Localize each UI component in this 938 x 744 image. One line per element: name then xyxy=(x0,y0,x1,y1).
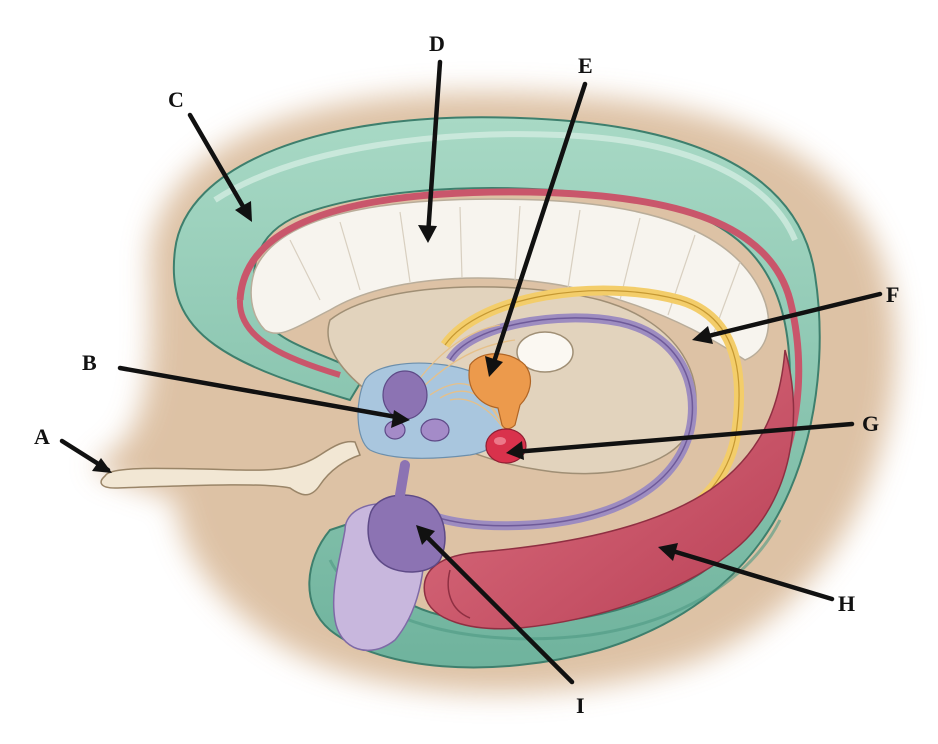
label-d: D xyxy=(429,31,445,56)
label-g: G xyxy=(862,411,879,436)
label-b: B xyxy=(82,350,97,375)
callout-a: A xyxy=(34,424,112,473)
label-h: H xyxy=(838,591,855,616)
label-a: A xyxy=(34,424,50,449)
label-f: F xyxy=(886,282,899,307)
label-e: E xyxy=(578,53,593,78)
label-i: I xyxy=(576,693,585,718)
label-c: C xyxy=(168,87,184,112)
